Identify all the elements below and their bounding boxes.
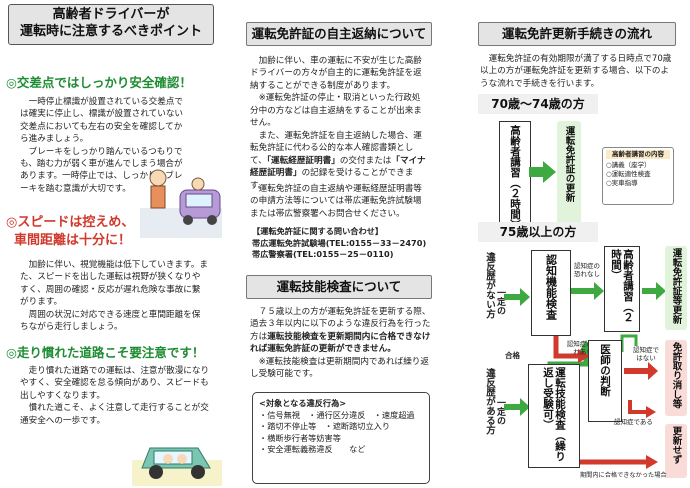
revoke-box: 免許取り消し等	[665, 340, 687, 416]
middle-p2d: 「マイナ経歴証明書」	[250, 155, 426, 179]
middle-p4a: ７５歳以上の方が運転免許証を更新する際、過去３年以内に以下のような違反行為を行っ…	[250, 307, 431, 342]
has-violation-label: 違反歴がある方	[484, 368, 495, 435]
no-renew-box: 更新せず	[665, 424, 687, 478]
middle-title1: 運転免許証の自主返納について	[246, 22, 432, 46]
age-70-74-banner: 70歳〜74歳の方	[478, 94, 598, 114]
violation-item: ・横断歩行者等妨害等	[259, 432, 341, 443]
car-illustration	[132, 447, 222, 486]
lecture-2h-box-b: 高齢者講習（２時間）	[604, 246, 640, 332]
doctor-box: 医師の判断	[588, 340, 622, 422]
left-title-line2: 運転時に注意するべきポイント	[19, 24, 202, 39]
revoke-label: 免許取り消し等	[670, 342, 682, 409]
section2-heading-line2: 車間距離は十分に！	[14, 233, 132, 248]
lecture-contents-box: 高齢者講習の内容 ○講義（座学） ○運転適性検査 ○実車指導	[602, 147, 674, 205]
middle-p4b: 運転技能検査を更新期間内に合格できなければ運転免許証の更新ができません。	[250, 331, 431, 355]
lecture-contents-heading: 高齢者講習の内容	[606, 150, 670, 159]
middle-p2e: の記録を受けることができます。	[250, 168, 414, 191]
lecture-content-item: ○運転適性検査	[606, 170, 670, 179]
section1-text: 一時停止標識が設置されている交差点では確実に停止し、標識が設置されていない交差点…	[20, 97, 184, 194]
cognitive-test-box: 認知機能検査	[531, 250, 571, 336]
section2-heading-line1: ◎スピードは控えめ、	[6, 215, 135, 230]
label-fail: 期間内に合格できなかった場合	[580, 472, 667, 479]
middle-p4: ７５歳以上の方が運転免許証を更新する際、過去３年以内に以下のような違反行為を行っ…	[250, 306, 432, 356]
middle-p2: また、運転免許証を自主返納した場合、運転免許証に代わる公的な本人確認書類として、…	[250, 130, 428, 192]
ippou-label-2: 一定の	[495, 398, 505, 425]
no-violation-label: 違反歴がない方	[484, 252, 495, 319]
renew-label-b: 運転免許証等更新	[670, 248, 682, 324]
label-dementia: 認知症である	[614, 418, 653, 426]
label-pass: 合格	[505, 351, 520, 360]
section3-heading: ◎走り慣れた道路こそ要注意です！	[6, 345, 205, 360]
lecture-content-text: 講義（座学）	[611, 161, 651, 169]
circle-icon: ○	[606, 161, 612, 169]
middle-p2c: の交付または	[339, 155, 392, 166]
middle-p3: 運転免許証の自主返納や運転経歴証明書等の申請方法等については帯広運転免許試験場ま…	[250, 184, 422, 219]
middle-p1: 加齢に伴い、車の運転に不安が生じた高齢ドライバーの方々が自主的に運転免許証を返納…	[250, 56, 422, 129]
violation-item: ・踏切不停止等 ・遮断踏切立入り	[259, 421, 391, 431]
label-no-dementia-risk: 認知症の恐れなし	[574, 262, 600, 278]
age-75-banner: 75歳以上の方	[478, 222, 598, 242]
skills-test-box: 運転技能検査（繰り返し受験可）	[528, 364, 580, 468]
lecture-content-item: ○講義（座学）	[606, 161, 670, 170]
renew-box-b: 運転免許証等更新	[665, 246, 687, 330]
renew-box: 運転免許証の更新	[557, 121, 581, 227]
section3-text: 走り慣れた道路での運転は、注意が散漫になりやすく、安全確認を怠る傾向があり、スピ…	[20, 366, 210, 426]
flow-arrows	[504, 282, 666, 469]
violation-item: ・安全運転義務違反 など	[259, 444, 366, 454]
renew-label: 運転免許証の更新	[563, 126, 575, 202]
circle-icon: ○	[606, 179, 612, 187]
ippou-label-1: 一定の	[495, 288, 505, 315]
right-intro: 運転免許証の有効期限が満了する日時点で70歳以上の方が運転免許証を更新する場合、…	[480, 54, 672, 89]
lecture-content-text: 実車指導	[611, 179, 638, 187]
lecture-2h-label-b: 高齢者講習（２時間）	[610, 249, 634, 323]
label-dementia-risk: 認知症の恐れあり	[566, 340, 600, 356]
section1-heading: ◎交差点ではしっかり安全確認！	[6, 75, 192, 90]
left-title-line1: 高齢者ドライバーが	[52, 7, 170, 22]
cognitive-test-label: 認知機能検査	[544, 254, 558, 320]
no-renew-label: 更新せず	[670, 426, 682, 464]
contact-heading: 【運転免許証に関する問い合わせ】	[252, 226, 384, 236]
lecture-content-item: ○実車指導	[606, 179, 670, 188]
middle-title2: 運転技能検査について	[246, 275, 432, 299]
circle-icon: ○	[606, 170, 612, 178]
contact-line2: 帯広警察署(TEL:0155－25－0110)	[252, 249, 394, 259]
lecture-2h-box: 高齢者講習（２時間）	[499, 121, 531, 230]
contact-line1: 帯広運転免許試験場(TEL:0155－33－2470)	[252, 237, 427, 248]
middle-p2b: 「運転経歴証明書」	[266, 155, 340, 166]
label-not-dementia: 認知症ではない	[633, 346, 659, 362]
violation-box: <対象となる違反行為> ・信号無視 ・通行区分違反 ・速度超過 ・踏切不停止等 …	[252, 392, 430, 484]
middle-p2a: また、運転免許証を自主返納した場合、運転免許証に代わる公的な本人確認書類として、	[250, 131, 422, 166]
skills-test-label: 運転技能検査（繰り返し受験可）	[542, 367, 566, 462]
violation-heading: <対象となる違反行為>	[259, 398, 347, 408]
left-title: 高齢者ドライバーが 運転時に注意するべきポイント	[8, 4, 214, 45]
middle-p5: ※運転技能検査は更新期間内であれば繰り返し受験可能です。	[250, 357, 429, 380]
lecture-content-text: 運転適性検査	[611, 170, 651, 178]
section2-text: 加齢に伴い、視覚機能は低下していきます。また、スピードを出した運転は視野が狭くな…	[20, 260, 208, 333]
section2-heading: ◎スピードは控えめ、 車間距離は十分に！	[6, 214, 134, 250]
contact-block: 【運転免許証に関する問い合わせ】 帯広運転免許試験場(TEL:0155－33－2…	[252, 226, 442, 261]
lecture-2h-label: 高齢者講習（２時間）	[509, 125, 521, 230]
violation-item: ・信号無視 ・通行区分違反 ・速度超過	[259, 409, 415, 420]
arrow-lecture-to-renew	[529, 161, 556, 183]
doctor-label: 医師の判断	[599, 344, 611, 397]
right-title: 運転免許更新手続きの流れ	[478, 22, 676, 46]
intersection-illustration	[140, 169, 222, 238]
